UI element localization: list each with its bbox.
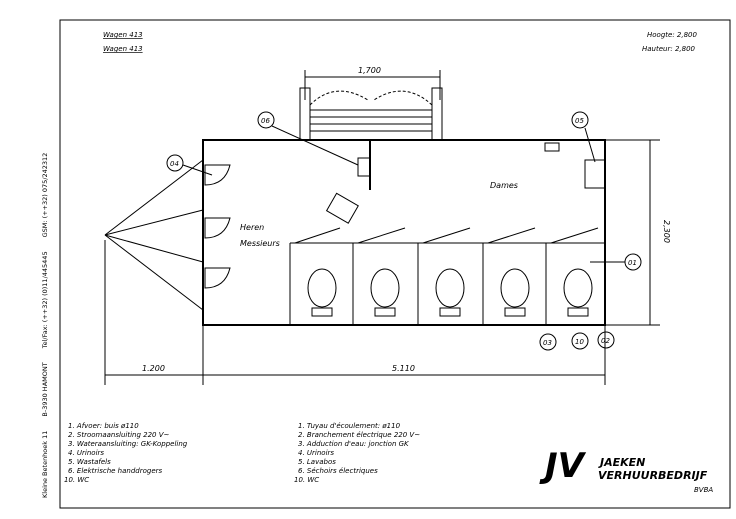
svg-text:5. Wastafels: 5. Wastafels — [68, 458, 111, 466]
urinals — [204, 142, 606, 289]
room-men-fr: Messieurs — [240, 239, 280, 248]
callout-01: 01 — [628, 259, 637, 267]
callout-10: 10 — [575, 338, 584, 346]
drawing-frame — [59, 19, 731, 509]
callout-03: 03 — [543, 339, 552, 347]
dim-depth: 2,300 — [662, 220, 671, 243]
svg-text:2. Branchement électrique 220: 2. Branchement électrique 220 V~ — [298, 431, 420, 439]
dim-left: 1.200 — [142, 364, 165, 373]
svg-text:VERHUURBEDRIJF: VERHUURBEDRIJF — [598, 469, 708, 482]
svg-text:2. Stroomaansluiting 220 V~: 2. Stroomaansluiting 220 V~ — [68, 431, 170, 439]
svg-text:5. Lavabos: 5. Lavabos — [298, 458, 336, 466]
title-nl: Wagen 413 — [103, 31, 143, 39]
svg-text:1. Tuyau d'écoulement: ø110: 1. Tuyau d'écoulement: ø110 — [298, 422, 401, 430]
dim-total: 5.110 — [392, 364, 415, 373]
svg-text:6. Séchoirs électriques: 6. Séchoirs électriques — [298, 467, 378, 475]
dim-door: 1,700 — [358, 66, 381, 75]
trailer-outline — [202, 139, 606, 326]
room-women: Dames — [490, 181, 518, 190]
callout-06: 06 — [261, 117, 270, 125]
callout-02: 02 — [601, 337, 610, 345]
svg-text:JAEKEN: JAEKEN — [598, 456, 645, 469]
height-nl: Hoogte: 2,800 — [647, 31, 697, 39]
callout-circles — [166, 111, 642, 351]
svg-text:3. Wateraansluiting: GK-Koppel: 3. Wateraansluiting: GK-Koppeling — [68, 440, 188, 448]
title-fr: Wagen 413 — [103, 45, 143, 53]
towbar — [104, 159, 204, 311]
svg-text:4. Urinoirs: 4. Urinoirs — [68, 449, 104, 457]
company-logo: JV JAEKEN VERHUURBEDRIJF BVBA — [539, 446, 713, 494]
svg-text:4. Urinoirs: 4. Urinoirs — [298, 449, 334, 457]
svg-text:3. Adduction d'eau: jonction G: 3. Adduction d'eau: jonction GK — [298, 440, 410, 448]
svg-text:6. Elektrische handdrogers: 6. Elektrische handdrogers — [68, 467, 163, 475]
height-fr: Hauteur: 2,800 — [642, 45, 696, 53]
callout-05: 05 — [575, 117, 584, 125]
callout-04: 04 — [170, 160, 179, 168]
svg-text:10. WC: 10. WC — [294, 476, 319, 484]
svg-text:BVBA: BVBA — [694, 486, 713, 494]
svg-text:10. WC: 10. WC — [64, 476, 89, 484]
svg-text:1. Afvoer: buis ø110: 1. Afvoer: buis ø110 — [68, 422, 139, 430]
stairs — [299, 87, 443, 141]
room-men: Heren — [240, 223, 264, 232]
svg-text:JV: JV — [539, 446, 587, 486]
wc-cabins — [289, 227, 599, 325]
